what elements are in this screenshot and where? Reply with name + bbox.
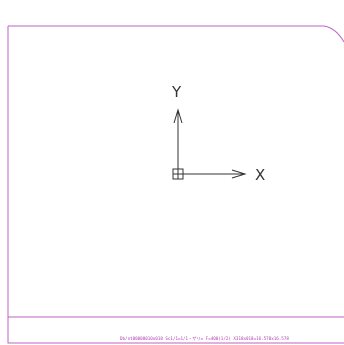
status-bar-text: Db/nt00000010x010 Sc1/1=1/1・ザリ= F=400(1/… (120, 336, 289, 341)
ucs-y-arrowhead (173, 108, 183, 124)
ucs-x-arrowhead (231, 169, 247, 179)
ucs-x-label: X (255, 166, 265, 184)
ucs-icon: Y X (171, 83, 265, 184)
sheet-border-frame (7, 25, 344, 344)
ucs-y-label: Y (171, 83, 182, 101)
